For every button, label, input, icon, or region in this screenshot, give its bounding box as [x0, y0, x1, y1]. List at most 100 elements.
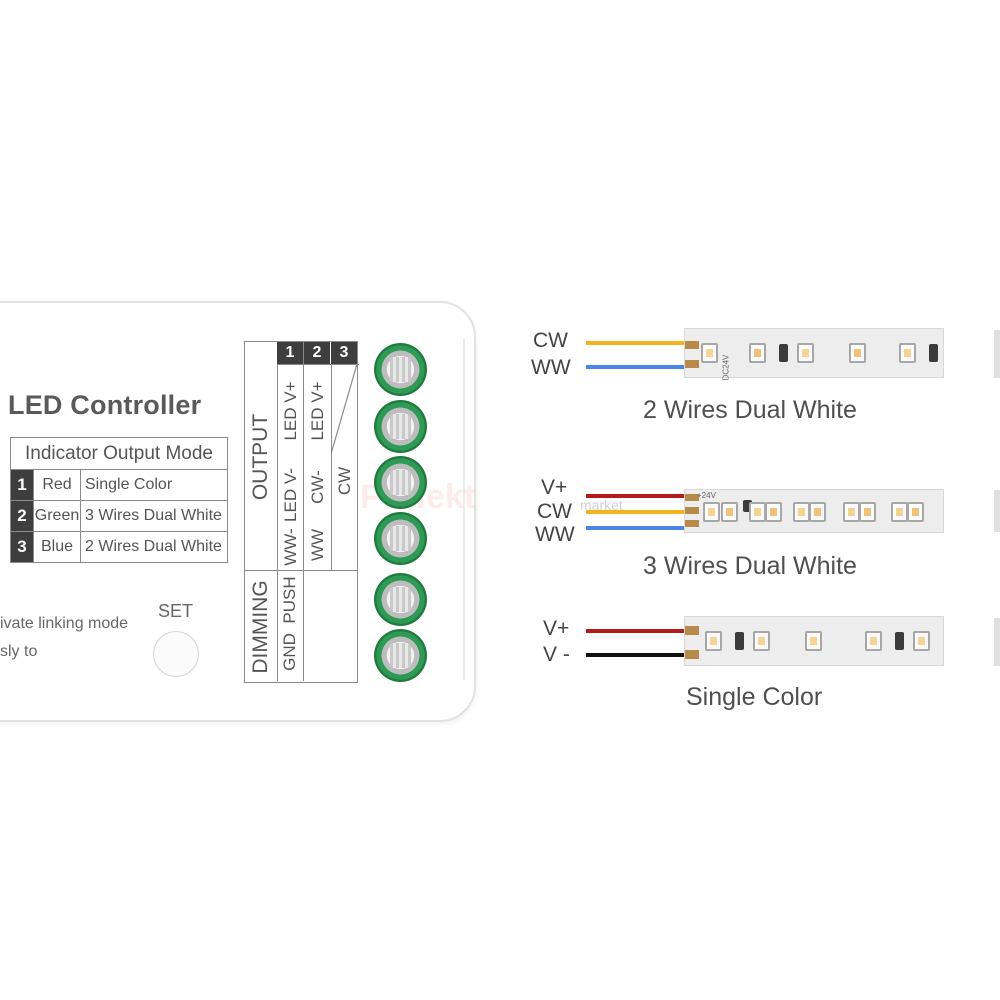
indicator-color: Red: [33, 469, 81, 501]
instruction-text-line-2: sly to: [0, 643, 38, 660]
terminal-label-ww: WW: [308, 528, 327, 562]
led-chip: [703, 502, 720, 522]
diagram-caption: 3 Wires Dual White: [643, 552, 857, 580]
wire-label-v-minus: V -: [543, 643, 570, 666]
wire-cw: [586, 341, 686, 345]
resistor: [929, 344, 938, 362]
output-label: OUTPUT: [249, 413, 272, 501]
solder-pad: [685, 341, 699, 349]
dimming-label: DIMMING: [249, 580, 272, 674]
indicator-row: 2 Green 3 Wires Dual White: [10, 500, 228, 532]
resistor: [895, 632, 904, 650]
resistor: [735, 632, 744, 650]
cropped-strip: [994, 330, 1000, 378]
resistor: [743, 500, 752, 512]
solder-pad: [685, 520, 699, 527]
wire-label-v-plus: V+: [543, 617, 570, 640]
instruction-text-line-1: ivate linking mode: [0, 615, 129, 632]
wire-ww: [586, 526, 686, 530]
led-chip: [891, 502, 908, 522]
screw-terminal[interactable]: [374, 573, 427, 626]
screw-terminal[interactable]: [374, 512, 427, 565]
led-chip: [765, 502, 782, 522]
set-button[interactable]: [153, 631, 199, 677]
watermark-sub: market: [580, 497, 623, 513]
grid-divider: [245, 570, 357, 571]
cropped-strip: [994, 618, 1000, 666]
led-chip: [805, 631, 822, 651]
screw-terminal[interactable]: [374, 343, 427, 396]
led-chip: [701, 343, 718, 363]
solder-pad: [685, 494, 699, 501]
column-number: 2: [304, 342, 330, 364]
led-chip: [843, 502, 860, 522]
cropped-strip: [994, 490, 1000, 532]
column-number: 1: [277, 342, 303, 364]
indicator-color: Blue: [33, 531, 81, 563]
led-chip: [865, 631, 882, 651]
diagram-caption: 2 Wires Dual White: [643, 396, 857, 424]
indicator-mode: 2 Wires Dual White: [80, 531, 228, 563]
led-chip: [749, 502, 766, 522]
solder-pad: [685, 360, 699, 368]
led-chip: [849, 343, 866, 363]
led-strip: [684, 616, 944, 666]
strip-voltage-mark: DC24V: [721, 354, 731, 381]
controller-title: LED Controller: [8, 390, 202, 420]
solder-pad: [685, 626, 699, 635]
terminal-label-cw: CW: [335, 466, 354, 496]
terminal-label-gnd: GND: [280, 633, 299, 671]
indicator-row: 3 Blue 2 Wires Dual White: [10, 531, 228, 563]
solder-pad: [685, 650, 699, 659]
grid-divider: [331, 342, 332, 570]
indicator-number: 2: [10, 500, 34, 532]
led-chip: [797, 343, 814, 363]
indicator-number: 3: [10, 531, 34, 563]
terminal-label-led-v-plus: LED V+: [281, 381, 300, 441]
wire-cw: [586, 510, 686, 514]
led-chip: [907, 502, 924, 522]
led-chip: [705, 631, 722, 651]
indicator-number: 1: [10, 469, 34, 501]
screw-terminal[interactable]: [374, 456, 427, 509]
led-strip: +24V: [684, 489, 944, 533]
wire-v-minus: [586, 653, 686, 657]
led-chip: [859, 502, 876, 522]
column-number: 3: [331, 342, 357, 364]
screw-terminal[interactable]: [374, 629, 427, 682]
led-chip: [809, 502, 826, 522]
screw-terminal[interactable]: [374, 400, 427, 453]
wire-v-plus: [586, 494, 686, 498]
grid-divider: [277, 342, 278, 681]
wire-v-plus: [586, 629, 686, 633]
indicator-table: Indicator Output Mode 1 Red Single Color…: [10, 437, 228, 563]
wire-label-ww: WW: [535, 523, 575, 546]
terminal-label-led-v-plus: LED V+: [308, 381, 327, 441]
terminal-label-push: PUSH: [280, 576, 299, 624]
led-chip: [749, 343, 766, 363]
wire-ww: [586, 365, 686, 369]
grid-diagonal: [331, 364, 357, 454]
led-chip: [793, 502, 810, 522]
wire-label-cw: CW: [537, 500, 572, 523]
wire-label-v-plus: V+: [541, 476, 568, 499]
strip-voltage-mark: +24V: [697, 491, 716, 500]
led-strip: DC24V: [684, 328, 944, 381]
indicator-mode: 3 Wires Dual White: [80, 500, 228, 532]
grid-divider: [277, 364, 359, 365]
housing-edge-groove: [463, 338, 473, 680]
led-chip: [753, 631, 770, 651]
indicator-table-header: Indicator Output Mode: [10, 437, 228, 470]
solder-pad: [685, 507, 699, 514]
terminal-label-grid: 1 2 3 OUTPUT DIMMING LED V+ LED V- WW- L…: [244, 341, 359, 683]
indicator-row: 1 Red Single Color: [10, 469, 228, 501]
diagram-caption: Single Color: [686, 683, 823, 711]
terminal-label-ww-minus: WW-: [281, 528, 300, 566]
wire-label-cw: CW: [533, 329, 568, 352]
indicator-mode: Single Color: [80, 469, 228, 501]
resistor: [779, 344, 788, 362]
set-label: SET: [158, 601, 194, 621]
led-chip: [913, 631, 930, 651]
led-chip: [721, 502, 738, 522]
indicator-color: Green: [33, 500, 81, 532]
